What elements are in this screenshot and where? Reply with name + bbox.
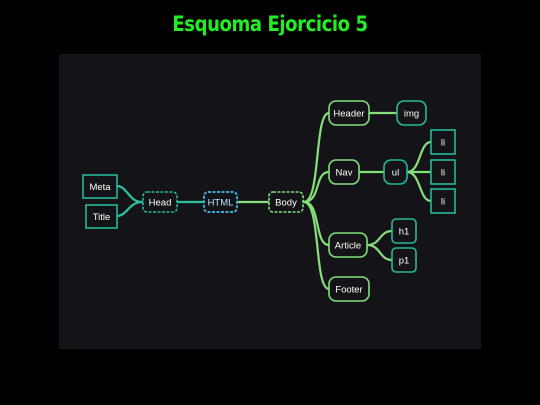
node-ul-label: ul bbox=[392, 168, 399, 179]
node-nav-label: Nav bbox=[336, 168, 353, 179]
node-article-label: Article bbox=[335, 241, 361, 252]
node-head-label: Head bbox=[149, 198, 172, 209]
connector-head-meta bbox=[115, 184, 144, 204]
node-title[interactable]: Title bbox=[85, 204, 118, 229]
node-img[interactable]: img bbox=[396, 100, 427, 126]
node-h1[interactable]: h1 bbox=[391, 218, 417, 244]
connector-ul-li-1 bbox=[405, 140, 433, 174]
node-li-3-label: li bbox=[441, 197, 445, 208]
node-head[interactable]: Head bbox=[142, 191, 178, 213]
node-article[interactable]: Article bbox=[328, 232, 368, 258]
node-li-2-label: li bbox=[441, 168, 445, 179]
html-structure-mindmap: Meta Title Head HTML Body Header img bbox=[82, 100, 456, 302]
connector-ul-li-3 bbox=[405, 170, 433, 203]
node-html-label: HTML bbox=[208, 198, 234, 209]
connector-head-title bbox=[115, 200, 144, 218]
diagram-canvas: Meta Title Head HTML Body Header img bbox=[59, 54, 481, 349]
node-nav[interactable]: Nav bbox=[328, 159, 360, 185]
node-html[interactable]: HTML bbox=[203, 191, 238, 213]
connector-body-footer bbox=[302, 200, 331, 291]
node-img-label: img bbox=[404, 109, 419, 120]
node-h1-label: h1 bbox=[399, 227, 410, 238]
node-header[interactable]: Header bbox=[328, 100, 370, 126]
node-li-2[interactable]: li bbox=[430, 159, 456, 185]
node-li-1[interactable]: li bbox=[430, 129, 456, 155]
node-meta-label: Meta bbox=[89, 182, 111, 193]
node-footer[interactable]: Footer bbox=[328, 276, 370, 302]
node-body[interactable]: Body bbox=[268, 191, 304, 213]
node-li-3[interactable]: li bbox=[430, 188, 456, 214]
node-footer-label: Footer bbox=[335, 285, 362, 296]
node-p1[interactable]: p1 bbox=[391, 247, 417, 273]
node-ul[interactable]: ul bbox=[383, 159, 408, 185]
connector-article-h1 bbox=[365, 229, 394, 247]
node-header-label: Header bbox=[333, 109, 364, 120]
connector-body-nav bbox=[302, 170, 331, 204]
connector-article-p1 bbox=[365, 243, 394, 262]
node-title-label: Title bbox=[93, 212, 111, 223]
node-p1-label: p1 bbox=[399, 256, 410, 267]
slide-title: Esquoma Ejorcicio 5 bbox=[172, 12, 368, 36]
node-body-label: Body bbox=[275, 198, 297, 209]
connector-body-header bbox=[302, 111, 331, 204]
node-meta[interactable]: Meta bbox=[82, 174, 118, 199]
connectors bbox=[115, 111, 433, 291]
node-li-1-label: li bbox=[441, 138, 445, 149]
